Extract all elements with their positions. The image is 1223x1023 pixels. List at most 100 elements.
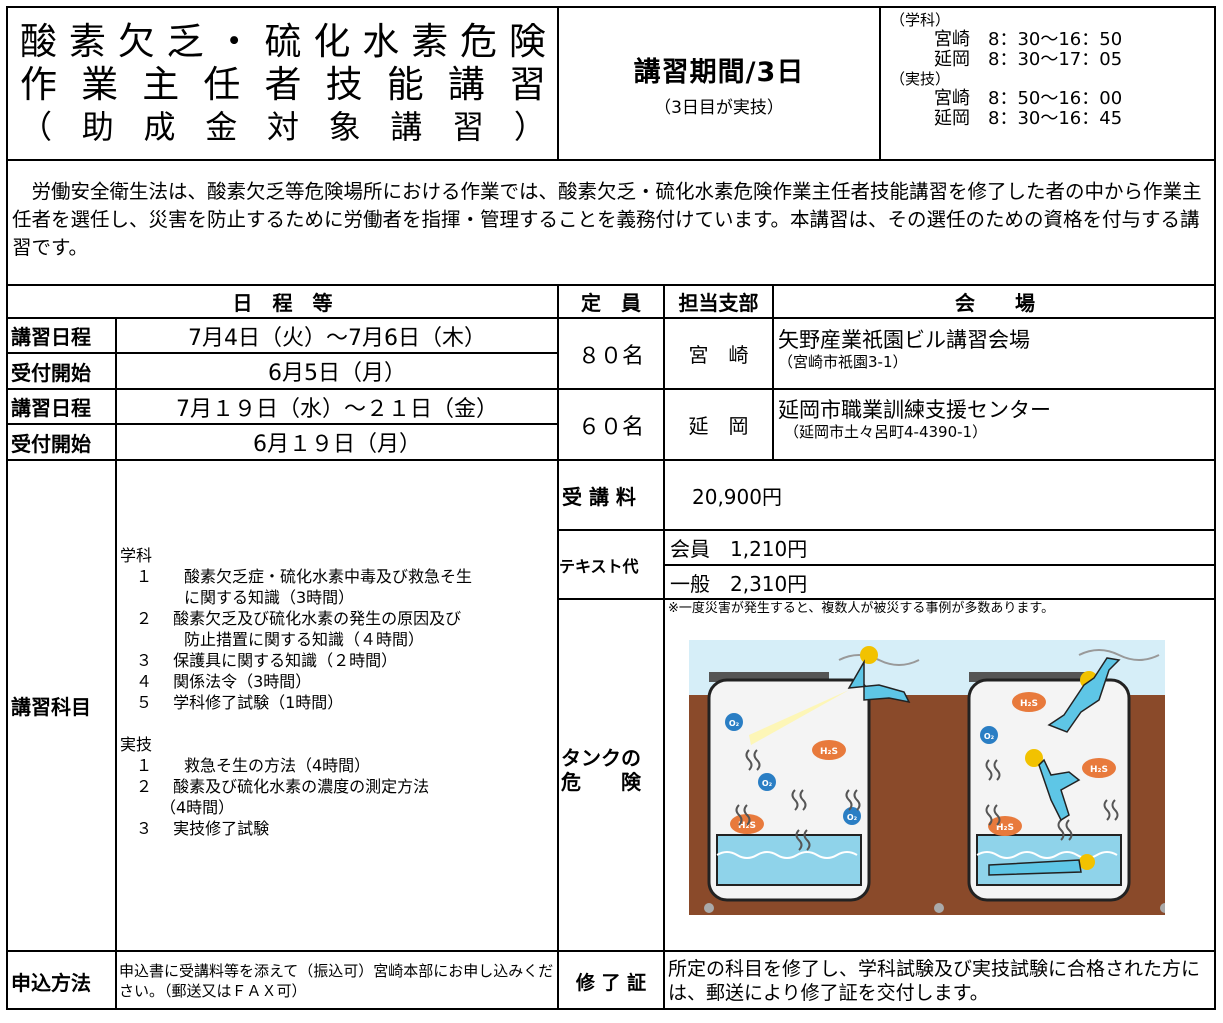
period-main: 講習期間/3日 bbox=[633, 56, 805, 88]
title-char: 欠 bbox=[117, 20, 157, 63]
title-char: 者 bbox=[264, 63, 304, 106]
course-dates: 7月4日（火）～7月6日（木） bbox=[188, 325, 486, 351]
danger-label: タンクの 危 険 bbox=[561, 746, 661, 794]
title-char: 化 bbox=[313, 20, 353, 63]
certificate-label: 修 了 証 bbox=[575, 971, 647, 994]
title-char: ） bbox=[513, 108, 548, 146]
title-char: 講 bbox=[447, 63, 487, 106]
textbook-member: 会員 1,210円 bbox=[670, 537, 808, 561]
svg-text:H₂S: H₂S bbox=[738, 821, 756, 831]
title-char: 酸 bbox=[20, 20, 59, 63]
period-box: 講習期間/3日 （3日目が実技） bbox=[559, 8, 879, 159]
svg-text:H₂S: H₂S bbox=[996, 823, 1014, 833]
svg-text:H₂S: H₂S bbox=[1020, 699, 1038, 709]
title-char: （ bbox=[20, 108, 55, 146]
title-char: 作 bbox=[20, 63, 59, 106]
period-sub: （3日目が実技） bbox=[654, 97, 784, 118]
title-char: 危 bbox=[460, 20, 500, 63]
form-frame bbox=[6, 6, 1216, 1010]
svg-text:H₂S: H₂S bbox=[1090, 765, 1108, 775]
title-char: 習 bbox=[509, 63, 548, 106]
title-char: 対 bbox=[266, 108, 301, 146]
title-char: 素 bbox=[411, 20, 451, 63]
subject-line: ５ 学科修了試験（1時間） bbox=[120, 693, 344, 712]
subject-line: 防止措置に関する知識（４時間） bbox=[120, 630, 425, 649]
application-text: 申込書に受講料等を添えて（振込可）宮崎本部にお申し込みください。（郵送又はＦＡＸ… bbox=[119, 962, 554, 1000]
title-char: 習 bbox=[452, 108, 487, 146]
tank-left bbox=[707, 678, 871, 902]
danger-label-line: 危 険 bbox=[561, 770, 641, 794]
subject-line: １ 酸素欠乏症・硫化水素中毒及び救急そ生 bbox=[120, 567, 473, 586]
subject-line: ３ 保護具に関する知識（２時間） bbox=[120, 651, 398, 670]
header-venue: 会 場 bbox=[955, 291, 1035, 315]
title-char: 業 bbox=[81, 63, 121, 106]
svg-text:O₂: O₂ bbox=[729, 719, 740, 728]
course-dates: 7月１９日（水）～２１日（金） bbox=[176, 396, 498, 422]
schedule-line: 延岡 8：30～17：05 bbox=[916, 49, 1123, 70]
venue-cell: 延岡市職業訓練支援センター （延岡市土々呂町4-4390-1） bbox=[778, 398, 1208, 442]
header-branch: 担当支部 bbox=[678, 291, 759, 315]
title-char: 主 bbox=[142, 63, 182, 106]
svg-text:O₂: O₂ bbox=[984, 732, 995, 741]
capacity-value: ６０名 bbox=[577, 414, 644, 440]
subject-line: ２ 酸素欠乏及び硫化水素の発生の原因及び bbox=[120, 609, 462, 628]
subject-line bbox=[120, 713, 555, 734]
time-schedule: （学科） 宮崎 8：30～16：50 延岡 8：30～17：05 （実技） 宮崎… bbox=[890, 11, 1210, 129]
title-char: 硫 bbox=[264, 20, 304, 63]
schedule-line: （学科） bbox=[890, 11, 951, 29]
svg-text:O₂: O₂ bbox=[847, 813, 858, 822]
title-char: 技 bbox=[325, 63, 365, 106]
title-char: 象 bbox=[328, 108, 363, 146]
subject-line: ４ 関係法令（3時間） bbox=[120, 672, 312, 691]
registration-label: 受付開始 bbox=[11, 431, 91, 456]
textbook-label: テキスト代 bbox=[559, 556, 639, 576]
worker-figures bbox=[847, 646, 1121, 876]
subjects-list: 学科 １ 酸素欠乏症・硫化水素中毒及び救急そ生 に関する知識（3時間） ２ 酸素… bbox=[120, 545, 555, 839]
subject-line: ２ 酸素及び硫化水素の濃度の測定方法 bbox=[120, 777, 430, 796]
subject-line: 実技 bbox=[120, 735, 153, 754]
venue-cell: 矢野産業祇園ビル講習会場 （宮崎市祇園3-1） bbox=[778, 328, 1208, 372]
title-char: 乏 bbox=[166, 20, 206, 63]
page-title: 酸素欠乏・硫化水素危険 作業主任者技能講習 （助成金対象講習） bbox=[20, 20, 548, 149]
danger-label-line: タンクの bbox=[561, 746, 641, 770]
registration-date: 6月5日（月） bbox=[268, 361, 406, 386]
subject-line: （4時間） bbox=[120, 798, 235, 817]
capacity-value: ８０名 bbox=[577, 343, 644, 369]
textbook-general: 一般 2,310円 bbox=[670, 571, 808, 596]
subject-line: ３ 実技修了試験 bbox=[120, 819, 270, 838]
fee-label: 受 講 料 bbox=[562, 484, 636, 509]
subjects-label: 講習科目 bbox=[11, 695, 91, 719]
venue-name: 延岡市職業訓練支援センター bbox=[778, 398, 1051, 422]
svg-text:H₂S: H₂S bbox=[820, 747, 838, 757]
title-char: 能 bbox=[386, 63, 426, 106]
title-char: 講 bbox=[390, 108, 425, 146]
title-char: 金 bbox=[205, 108, 240, 146]
application-label: 申込方法 bbox=[11, 970, 91, 995]
intro-text: 労働安全衛生法は、酸素欠乏等危険場所における作業では、酸素欠乏・硫化水素危険作業… bbox=[12, 180, 1202, 259]
venue-name: 矢野産業祇園ビル講習会場 bbox=[778, 328, 1030, 352]
course-label: 講習日程 bbox=[11, 396, 91, 420]
branch-value: 延 岡 bbox=[688, 414, 749, 438]
schedule-line: （実技） bbox=[890, 70, 951, 88]
header-schedule: 日 程 等 bbox=[232, 291, 333, 315]
header-capacity: 定 員 bbox=[581, 291, 641, 315]
title-char: 水 bbox=[362, 20, 402, 63]
certificate-text: 所定の科目を修了し、学科試験及び実技試験に合格された方には、郵送により修了証を交… bbox=[668, 958, 1201, 1004]
subject-line: １ 救急そ生の方法（4時間） bbox=[120, 756, 371, 775]
fee-value: 20,900円 bbox=[692, 484, 782, 509]
subject-line: に関する知識（3時間） bbox=[120, 588, 355, 607]
venue-address: （延岡市土々呂町4-4390-1） bbox=[784, 423, 988, 441]
subject-line: 学科 bbox=[120, 546, 153, 565]
venue-address: （宮崎市祇園3-1） bbox=[778, 353, 908, 371]
title-char: 険 bbox=[508, 20, 548, 63]
title-char: 任 bbox=[203, 63, 243, 106]
danger-note: ※一度災害が発生すると、複数人が被災する事例が多数あります。 bbox=[668, 601, 1055, 616]
schedule-line: 延岡 8：30～16：45 bbox=[916, 108, 1123, 129]
title-char: ・ bbox=[215, 20, 255, 63]
course-label: 講習日程 bbox=[11, 325, 91, 349]
svg-text:O₂: O₂ bbox=[762, 779, 773, 788]
title-char: 素 bbox=[68, 20, 108, 63]
registration-date: 6月１９日（月） bbox=[253, 432, 421, 457]
tank-danger-illustration: O₂ H₂S O₂ O₂ H₂S O₂ H₂S H₂S H₂S bbox=[689, 640, 1165, 915]
branch-value: 宮 崎 bbox=[688, 343, 749, 367]
